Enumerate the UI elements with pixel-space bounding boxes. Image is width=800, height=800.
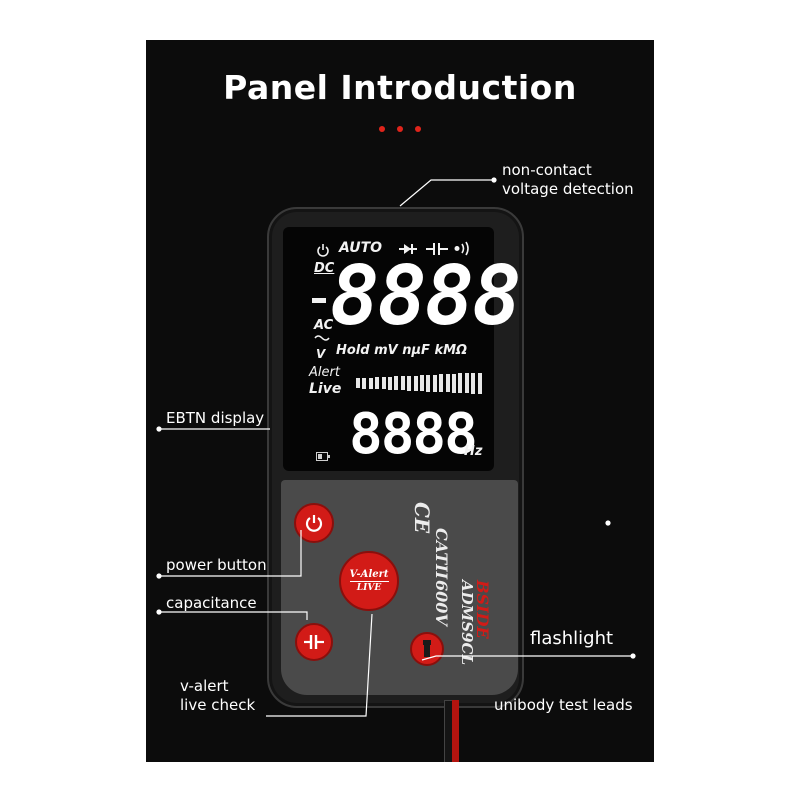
capacitance-label: capacitance xyxy=(166,594,257,612)
bar-segment xyxy=(375,377,380,389)
bar-segment xyxy=(471,372,476,394)
unit-indicators: Hold mV nµF kMΩ xyxy=(336,343,468,358)
ac-wave-icon xyxy=(314,335,330,341)
bar-segment xyxy=(388,376,392,390)
flashlight-label: flashlight xyxy=(530,628,614,649)
live-indicator: Live xyxy=(309,381,342,397)
minus-sign xyxy=(312,298,326,303)
bar-segment xyxy=(407,375,412,391)
dc-indicator: DC xyxy=(314,261,335,276)
diode-icon xyxy=(399,244,417,254)
flashlight-icon xyxy=(423,640,431,657)
bar-segment xyxy=(420,375,424,391)
bar-segment xyxy=(362,377,367,389)
live-label: LIVE xyxy=(356,583,382,593)
auto-indicator: AUTO xyxy=(339,240,383,256)
alert-indicator: Alert xyxy=(309,365,340,380)
v-alert-label-line1: v-alert xyxy=(180,677,229,695)
bar-segment xyxy=(381,377,386,389)
lcd-screen xyxy=(283,227,494,471)
ebtn-display-label: EBTN display xyxy=(166,409,265,427)
test-leads xyxy=(444,700,460,762)
bar-segment xyxy=(432,374,437,392)
decorative-dots xyxy=(379,126,423,134)
battery-icon xyxy=(316,452,330,461)
test-leads-label: unibody test leads xyxy=(494,696,633,714)
dot xyxy=(379,126,385,132)
capacitance-button[interactable] xyxy=(295,623,333,661)
bar-segment xyxy=(464,373,469,393)
panel-introduction-poster: Panel Introduction AUTO DC AC V 8888 Hol… xyxy=(146,40,654,762)
annotation-leaders xyxy=(156,177,636,717)
power-icon xyxy=(305,515,323,532)
flashlight-button[interactable] xyxy=(410,632,444,666)
bar-segment xyxy=(458,373,463,393)
v-alert-label-line2: live check xyxy=(180,696,256,714)
ncv-label-line2: voltage detection xyxy=(502,180,634,198)
bar-segment xyxy=(413,375,418,391)
v-alert-label: V-Alert xyxy=(349,569,389,582)
bar-segment xyxy=(439,374,444,392)
bar-segment xyxy=(356,378,360,388)
v-alert-button[interactable]: V-Alert LIVE xyxy=(339,551,399,611)
hz-indicator: Hz xyxy=(464,444,483,459)
ac-indicator: AC xyxy=(314,318,334,333)
bar-segment xyxy=(445,374,450,392)
buzzer-icon xyxy=(454,241,469,256)
bar-segment xyxy=(452,373,456,393)
bar-graph xyxy=(356,369,484,397)
bar-segment xyxy=(368,377,373,389)
main-reading: 8888 xyxy=(330,249,521,344)
power-button[interactable] xyxy=(294,503,334,543)
capacitor-icon xyxy=(426,243,448,255)
volt-indicator: V xyxy=(316,347,326,361)
ncv-label-line1: non-contact xyxy=(502,161,592,179)
bar-segment xyxy=(400,376,405,390)
capacitor-icon xyxy=(304,635,324,649)
bar-segment xyxy=(394,376,399,390)
bar-segment xyxy=(426,374,431,392)
power-button-label: power button xyxy=(166,556,267,574)
dot xyxy=(397,126,403,132)
bar-segment xyxy=(477,372,482,394)
power-off-icon xyxy=(317,244,329,257)
sub-reading: 8888 xyxy=(349,402,478,467)
dot xyxy=(415,126,421,132)
page-title: Panel Introduction xyxy=(223,68,577,107)
